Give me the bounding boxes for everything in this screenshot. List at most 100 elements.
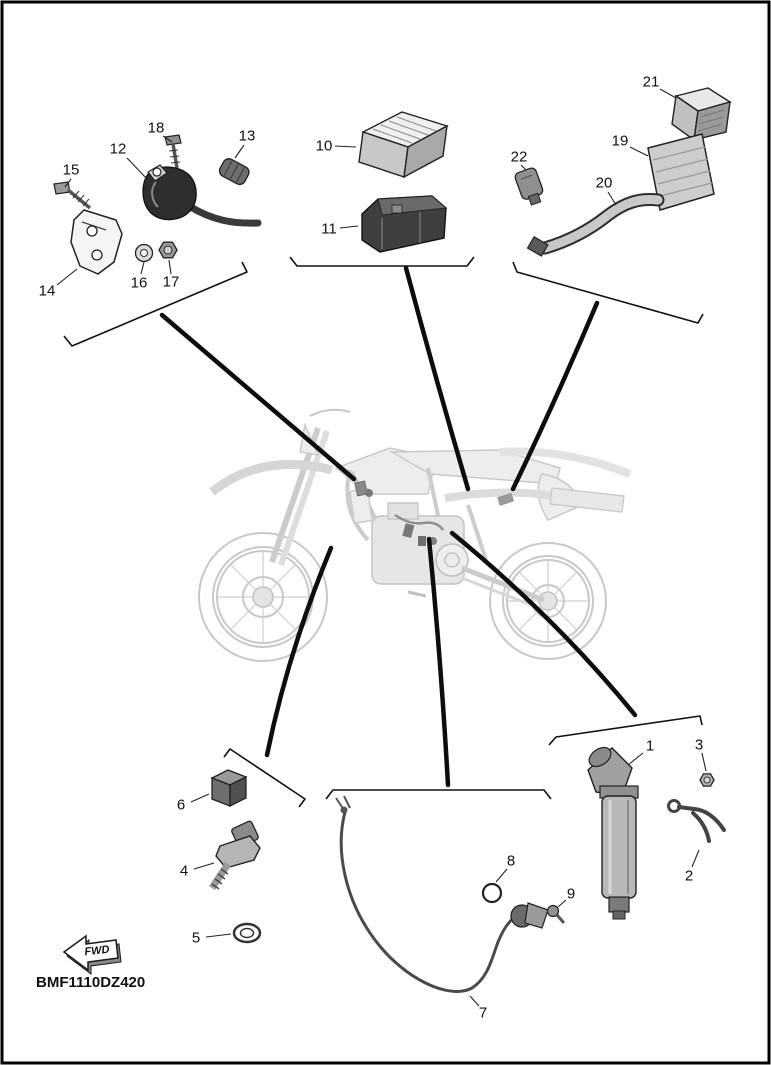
part-18-bolt (164, 134, 182, 169)
callout-number-17: 17 (163, 274, 180, 291)
callout-number-13: 13 (239, 128, 256, 145)
callout-2: 2 (685, 849, 700, 885)
coil-lead-wire (185, 202, 262, 227)
callout-10: 10 (316, 138, 357, 155)
part-6-relay (210, 769, 248, 808)
part-8-o-ring (481, 882, 503, 904)
callout-16: 16 (131, 261, 148, 292)
arrow-bottom-right (449, 530, 638, 718)
part-15-bolt (53, 181, 92, 210)
part-21-rectifier (671, 87, 732, 142)
bracket-bottom-middle (325, 789, 552, 800)
callout-number-22: 22 (511, 149, 528, 166)
callout-leader-9 (557, 899, 567, 908)
arrow-top-left (159, 312, 357, 482)
group-ignition-coil-assembly (53, 134, 262, 275)
arrow-bottom-left (264, 545, 334, 758)
callout-leader-11 (339, 225, 359, 229)
callout-leader-1 (627, 752, 644, 766)
bracket-bottom-right (548, 715, 703, 746)
callout-number-3: 3 (695, 737, 703, 754)
part-code: BMF1110DZ420 (36, 974, 145, 991)
part-11-relay-unit (361, 195, 448, 253)
routing-arrows (159, 265, 638, 788)
group-brackets (63, 256, 704, 808)
callout-17: 17 (163, 259, 180, 291)
bike-rear-wheel (489, 542, 607, 660)
callout-leader-4 (193, 862, 215, 870)
callout-leader-2 (691, 849, 700, 868)
callout-number-7: 7 (479, 1005, 487, 1022)
callout-4: 4 (180, 862, 215, 880)
callout-number-16: 16 (131, 275, 148, 292)
arrow-bottom-middle (426, 536, 451, 788)
part-12-ignition-coil (142, 164, 197, 221)
callout-number-1: 1 (646, 738, 654, 755)
callout-number-21: 21 (643, 74, 660, 91)
part-14-bracket (70, 209, 123, 275)
fwd-label: FWD (84, 944, 110, 959)
callout-number-4: 4 (180, 863, 188, 880)
callout-leader-21 (659, 88, 677, 99)
callout-leader-13 (234, 144, 245, 159)
arrow-top-middle (403, 265, 471, 492)
callout-number-6: 6 (177, 797, 185, 814)
callout-leader-6 (190, 793, 210, 803)
callout-leader-19 (629, 146, 649, 157)
bike-engine (371, 487, 625, 612)
group-wire-harness (335, 795, 566, 993)
callout-14: 14 (39, 268, 78, 300)
callout-21: 21 (643, 74, 677, 99)
callout-15: 15 (63, 162, 79, 188)
bike-front-end (209, 408, 351, 566)
bracket-top-right (512, 261, 704, 324)
callout-leader-15 (64, 178, 72, 188)
callout-leader-3 (701, 752, 707, 772)
callout-1: 1 (627, 738, 654, 766)
callout-number-19: 19 (612, 133, 629, 150)
part-19-plate (647, 133, 715, 211)
callout-leader-10 (334, 145, 357, 148)
callout-leader-7 (469, 995, 480, 1007)
callout-leader-12 (126, 157, 149, 181)
callout-leader-5 (205, 933, 232, 938)
callout-18: 18 (148, 120, 173, 143)
bike-front-wheel (198, 532, 328, 662)
callout-leader-18 (162, 135, 173, 143)
part-20-lead-wire (526, 193, 665, 257)
bracket-top-middle (289, 256, 475, 267)
part-13-spark-plug-cap (218, 158, 250, 186)
callout-leader-20 (607, 191, 617, 206)
callout-12: 12 (110, 141, 149, 181)
callout-number-14: 14 (39, 283, 56, 300)
callout-6: 6 (177, 793, 210, 814)
fwd-arrow: FWD (62, 934, 122, 975)
callout-number-9: 9 (567, 886, 575, 903)
callout-20: 20 (596, 175, 617, 206)
part-10-ecu-unit (358, 111, 449, 179)
part-2-clip (667, 799, 726, 843)
callout-leader-17 (168, 259, 172, 275)
callout-number-2: 2 (685, 868, 693, 885)
callout-leader-14 (56, 268, 78, 286)
callout-13: 13 (234, 128, 256, 159)
arrow-top-right (510, 300, 600, 492)
group-sensor-assembly (209, 769, 262, 944)
part-7-wire-lead (335, 795, 549, 993)
callout-11: 11 (321, 221, 359, 238)
callout-number-12: 12 (110, 141, 127, 158)
callout-8: 8 (495, 853, 515, 883)
callout-number-20: 20 (596, 175, 613, 192)
part-1-ignition-coil-stick (587, 746, 639, 920)
bracket-bottom-left (223, 748, 306, 808)
callout-number-10: 10 (316, 138, 333, 155)
callout-number-8: 8 (507, 853, 515, 870)
group-ecu-units (358, 111, 449, 253)
callout-9: 9 (557, 886, 575, 908)
callout-7: 7 (469, 995, 487, 1022)
callout-leader-8 (495, 868, 508, 883)
